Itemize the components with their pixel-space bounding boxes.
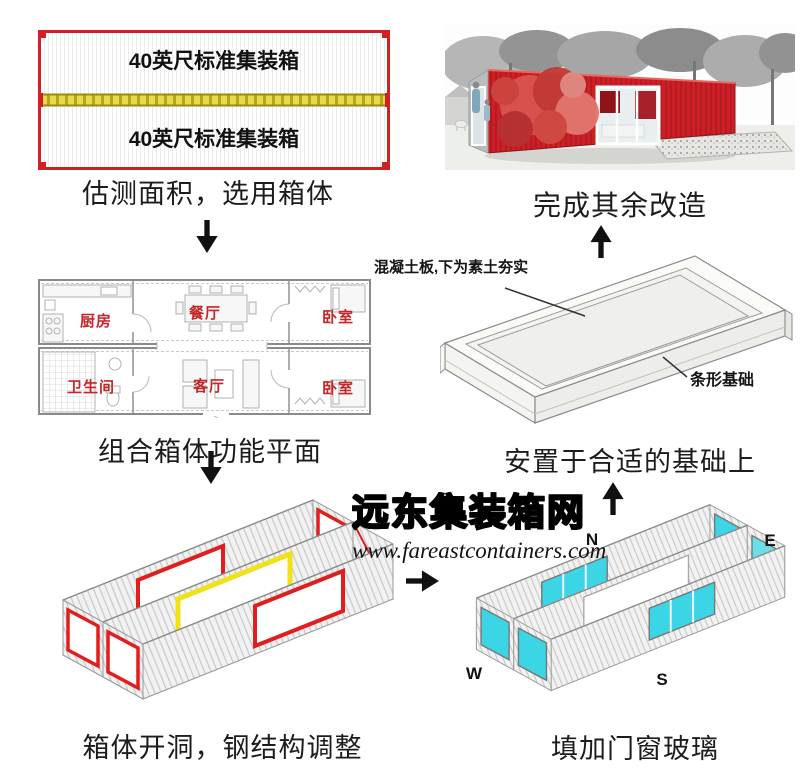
mid-fitting bbox=[385, 93, 390, 107]
chain-lashing-band bbox=[41, 93, 387, 107]
finished-container-house-photo bbox=[445, 25, 795, 170]
container-openings-diagram bbox=[62, 499, 394, 700]
room-label-bedroom-bottom: 卧室 bbox=[321, 380, 355, 397]
arrow-down-icon bbox=[196, 220, 218, 253]
corner-fitting bbox=[39, 162, 46, 169]
room-label-kitchen: 厨房 bbox=[79, 313, 113, 330]
arrow-up-icon bbox=[602, 482, 624, 515]
slab-label: 混凝土板,下为素土夯实 bbox=[374, 259, 529, 276]
room-label-dining: 餐厅 bbox=[188, 305, 222, 322]
watermark-site-name: 远东集装箱网 bbox=[351, 491, 586, 534]
step5-caption: 安置于合适的基础上 bbox=[504, 447, 756, 477]
arrow-down-icon bbox=[200, 451, 222, 484]
arrow-right-icon bbox=[406, 570, 439, 592]
room-label-bathroom: 卫生间 bbox=[66, 379, 116, 396]
room-label-bedroom-top: 卧室 bbox=[321, 309, 355, 326]
step1-container-diagram: 40英尺标准集装箱 40英尺标准集装箱 bbox=[38, 30, 390, 170]
corner-fitting bbox=[39, 31, 46, 38]
container-label-top: 40英尺标准集装箱 bbox=[128, 50, 300, 73]
step6-caption: 完成其余改造 bbox=[532, 191, 707, 222]
arrow-up-icon bbox=[590, 225, 612, 258]
compass-north-label: N bbox=[585, 530, 599, 549]
people-figures bbox=[454, 81, 490, 131]
red-vine bbox=[491, 67, 599, 147]
strip-foundation-label: 条形基础 bbox=[690, 372, 755, 389]
room-label-living: 客厅 bbox=[192, 378, 226, 395]
foundation-diagram bbox=[440, 255, 793, 425]
corner-fitting bbox=[382, 162, 389, 169]
compass-west-label: W bbox=[465, 664, 483, 683]
step3-caption: 箱体开洞，钢结构调整 bbox=[82, 733, 363, 763]
floor-plan-diagram bbox=[38, 279, 371, 418]
container-glazing-diagram bbox=[475, 503, 786, 692]
corner-fitting bbox=[382, 31, 389, 38]
watermark-url: www.fareastcontainers.com bbox=[352, 538, 607, 563]
mid-fitting bbox=[38, 93, 43, 107]
compass-east-label: E bbox=[764, 531, 776, 550]
step4-caption: 填加门窗玻璃 bbox=[551, 734, 719, 764]
container-label-bottom: 40英尺标准集装箱 bbox=[128, 128, 300, 151]
step1-caption: 估测面积，选用箱体 bbox=[82, 179, 334, 209]
compass-south-label: S bbox=[656, 670, 668, 689]
watermark: 远东集装箱网 www.fareastcontainers.com bbox=[351, 482, 607, 564]
